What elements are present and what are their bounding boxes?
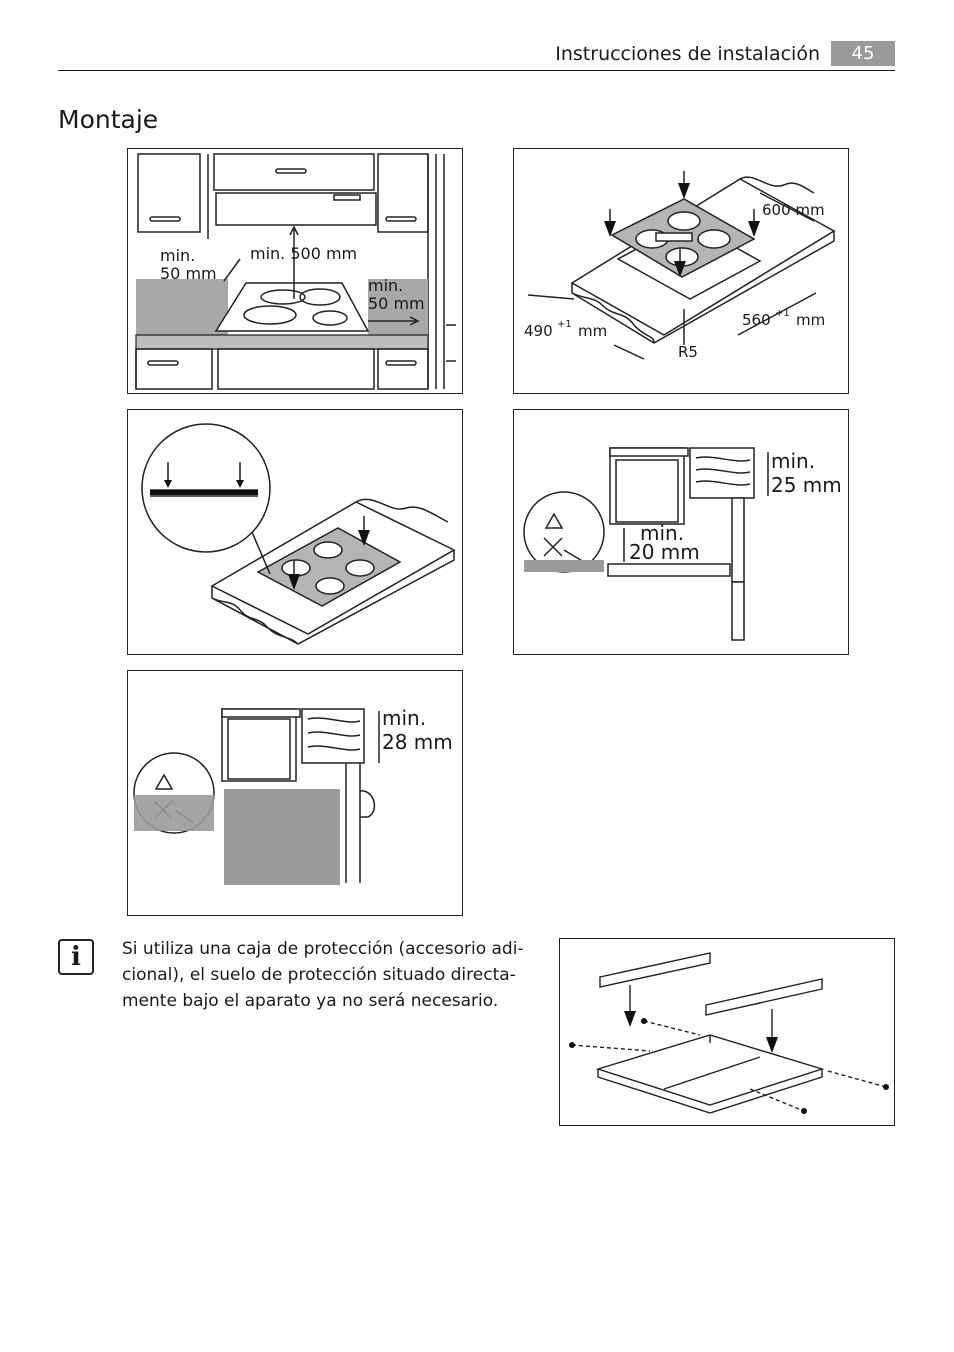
note-line-2: cional), el suelo de protección situado …	[122, 965, 516, 985]
figure-kitchen-clearances: min. 50 mm min. 500 mm min. 50 mm	[127, 148, 463, 394]
dim-560: 560	[742, 311, 771, 329]
info-note: Si utiliza una caja de protección (acces…	[122, 936, 542, 1014]
kitchen-illustration: min. 50 mm min. 500 mm min. 50 mm	[135, 153, 456, 390]
page-number: 45	[831, 41, 895, 66]
dim-560-unit: mm	[796, 311, 825, 329]
dim-min-20-line2: 20 mm	[629, 540, 700, 564]
figure-protection-box	[559, 938, 895, 1126]
dim-min-28-line2: 28 mm	[382, 730, 453, 754]
dim-600: 600 mm	[762, 201, 825, 219]
dim-min-28-line1: min.	[382, 706, 426, 730]
note-line-3: mente bajo el aparato ya no será necesar…	[122, 991, 499, 1011]
dim-min-25-line2: 25 mm	[771, 473, 842, 497]
dim-min-20-line1: min.	[640, 521, 684, 545]
dim-min-50-left-line2: 50 mm	[160, 264, 217, 283]
dim-490-sup: +1	[557, 319, 572, 330]
dim-min-50-right-line2: 50 mm	[368, 294, 425, 313]
dim-min-50-right-line1: min.	[368, 276, 403, 295]
hob-placement-illustration	[141, 423, 456, 645]
dim-min-50-left-line1: min.	[160, 246, 195, 265]
min-25-20-illustration: min. 25 mm min. 20 mm	[523, 447, 842, 641]
dim-490-unit: mm	[578, 322, 607, 340]
running-header: Instrucciones de instalación	[555, 43, 820, 65]
note-line-1: Si utiliza una caja de protección (acces…	[122, 939, 524, 959]
dim-490: 490	[524, 322, 553, 340]
dim-r5: R5	[678, 343, 698, 361]
figure-hob-placement	[127, 409, 463, 655]
figure-cutout-dimensions: 600 mm 490 +1 mm 560 +1 mm R5	[513, 148, 849, 394]
dim-min-500: min. 500 mm	[250, 244, 357, 263]
info-icon: i	[58, 939, 94, 975]
cutout-illustration: 600 mm 490 +1 mm 560 +1 mm R5	[524, 171, 836, 361]
dim-560-sup: +1	[775, 308, 790, 319]
figure-min-25-20: min. 25 mm min. 20 mm	[513, 409, 849, 655]
header-divider	[58, 70, 895, 71]
section-title: Montaje	[58, 105, 159, 134]
protection-box-illustration	[569, 952, 889, 1114]
dim-min-25-line1: min.	[771, 449, 815, 473]
min-28-illustration: min. 28 mm	[133, 706, 453, 885]
figure-min-28: min. 28 mm	[127, 670, 463, 916]
